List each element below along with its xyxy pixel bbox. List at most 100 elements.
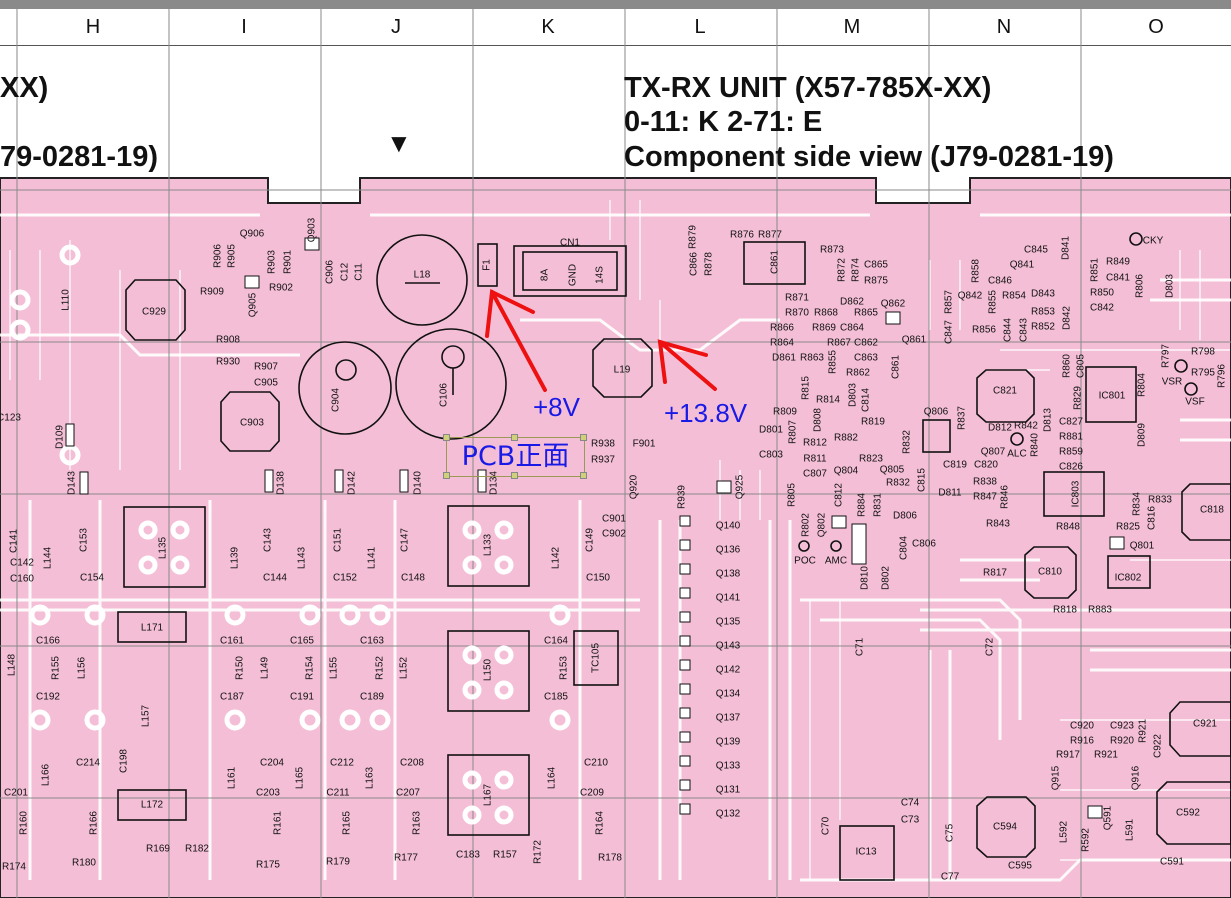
component-label: C203 — [256, 788, 280, 799]
component-label: R874 — [851, 258, 862, 282]
component-label: Q801 — [1130, 541, 1155, 552]
component-label: R851 — [1090, 258, 1101, 282]
left-title-line3: 79-0281-19) — [0, 141, 158, 173]
component-label: D810 — [860, 566, 871, 590]
component-label: R920 — [1110, 736, 1134, 747]
component-label: C150 — [586, 573, 610, 584]
component-label: C842 — [1090, 303, 1114, 314]
component-label: C142 — [10, 558, 34, 569]
component-label: R154 — [305, 656, 316, 680]
pcb-board — [0, 177, 1231, 898]
component-label: C211 — [326, 788, 350, 799]
component-label: L592 — [1059, 820, 1070, 843]
component-label: R873 — [820, 245, 844, 256]
component-label: L171 — [141, 623, 164, 634]
component-label: L591 — [1125, 818, 1136, 841]
component-label: C844 — [1003, 318, 1014, 342]
component-label: R848 — [1056, 522, 1080, 533]
component-label: R866 — [770, 323, 794, 334]
component-label: R939 — [677, 485, 688, 509]
component-label: C819 — [943, 460, 967, 471]
pads — [9, 244, 571, 825]
component-label: R179 — [326, 857, 350, 868]
component-label: C592 — [1176, 808, 1200, 819]
resize-handle-tl[interactable] — [443, 434, 450, 441]
component-label: D806 — [893, 511, 917, 522]
down-marker-icon: ▼ — [386, 128, 412, 158]
component-label: R905 — [227, 244, 238, 268]
component-label: C164 — [544, 636, 568, 647]
component-label: D801 — [759, 425, 783, 436]
resize-handle-tc[interactable] — [511, 434, 518, 441]
component-label: Q842 — [958, 291, 983, 302]
component-label: Q915 — [1051, 765, 1062, 790]
pcb-front-textbox[interactable]: PCB正面 — [446, 437, 585, 477]
component-label: R855 — [988, 290, 999, 314]
component-label: C209 — [580, 788, 604, 799]
component-label: C803 — [759, 450, 783, 461]
component-label: Q806 — [924, 407, 949, 418]
component-label: C148 — [401, 573, 425, 584]
component-label: C812 — [834, 483, 845, 507]
component-label: C11 — [354, 263, 365, 281]
resize-handle-br[interactable] — [580, 472, 587, 479]
component-label: C818 — [1200, 505, 1224, 516]
component-label: C191 — [290, 692, 314, 703]
component-label: R837 — [957, 406, 968, 430]
component-label: R878 — [704, 252, 715, 276]
component-label: VSF — [1185, 397, 1204, 408]
component-label: R169 — [146, 844, 170, 855]
component-label: R833 — [1148, 495, 1172, 506]
component-label: L167 — [483, 783, 494, 806]
component-label: C826 — [1059, 462, 1083, 473]
component-label: D861 — [772, 353, 796, 364]
component-label: R843 — [986, 519, 1010, 530]
resize-handle-tr[interactable] — [580, 434, 587, 441]
component-label: D140 — [413, 471, 424, 495]
component-label: D842 — [1062, 306, 1073, 330]
component-label: R172 — [533, 840, 544, 864]
component-label: C863 — [854, 353, 878, 364]
component-label: C212 — [330, 758, 354, 769]
component-label: C904 — [331, 388, 342, 412]
resize-handle-bl[interactable] — [443, 472, 450, 479]
component-label: C160 — [10, 574, 34, 585]
component-label: D143 — [67, 471, 78, 495]
component-label: R855 — [828, 350, 839, 374]
component-label: R160 — [19, 811, 30, 835]
component-label: R840 — [1030, 433, 1041, 457]
component-label: R814 — [816, 395, 840, 406]
component-label: C185 — [544, 692, 568, 703]
component-label: L148 — [7, 653, 18, 676]
component-label: Q140 — [716, 521, 741, 532]
component-label: 14S — [595, 266, 606, 284]
component-label: C843 — [1019, 318, 1030, 342]
component-label: R177 — [394, 853, 418, 864]
small-parts — [65, 237, 1125, 819]
resize-handle-bc[interactable] — [511, 472, 518, 479]
component-label: C204 — [260, 758, 284, 769]
component-label: R871 — [785, 293, 809, 304]
component-label: C595 — [1008, 861, 1032, 872]
component-label: Q862 — [881, 299, 906, 310]
component-label: C921 — [1193, 719, 1217, 730]
component-label: L133 — [483, 533, 494, 556]
component-label: R825 — [1116, 522, 1140, 533]
component-label: Q143 — [716, 641, 741, 652]
component-label: R832 — [902, 430, 913, 454]
component-label: D813 — [1043, 408, 1054, 432]
component-label: C862 — [854, 338, 878, 349]
component-label: Q141 — [716, 593, 741, 604]
red-arrows — [485, 288, 717, 392]
component-label: R870 — [785, 308, 809, 319]
component-label: C210 — [584, 758, 608, 769]
component-label: C591 — [1160, 857, 1184, 868]
component-label: R854 — [1002, 291, 1026, 302]
component-label: C151 — [333, 528, 344, 552]
component-label: C149 — [585, 528, 596, 552]
component-label: D803 — [848, 383, 859, 407]
component-label: VSR — [1162, 377, 1183, 388]
component-label: L165 — [295, 766, 306, 789]
component-label: C810 — [1038, 567, 1062, 578]
